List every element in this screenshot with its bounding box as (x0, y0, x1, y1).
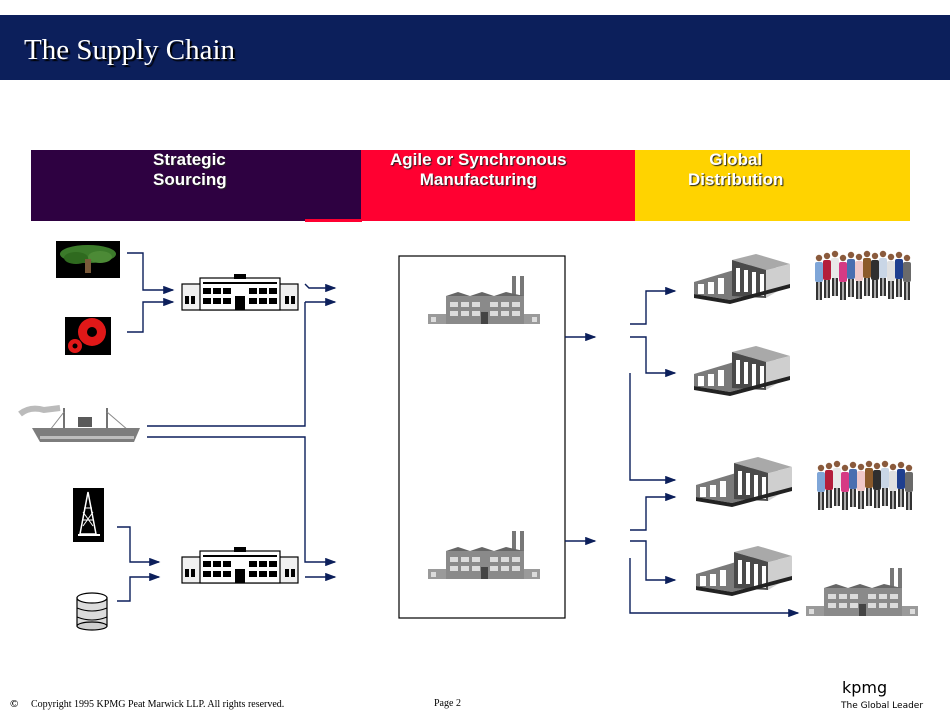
kpmg-tagline: The Global Leader (841, 701, 924, 711)
flow-arrows (117, 252, 800, 618)
band-notch (305, 219, 362, 222)
barrel-icon (76, 592, 108, 631)
stage-label-distribution-line1: Global (709, 150, 763, 169)
stage-band-sourcing (31, 150, 362, 221)
stage-band-distribution (635, 150, 910, 221)
warehouse-icon (696, 457, 792, 507)
oil-derrick-icon (73, 488, 104, 542)
page-number: Page 2 (434, 698, 461, 709)
kpmg-logo: kpmg (842, 678, 888, 697)
warehouse-icon (694, 254, 790, 304)
warehouse-icon (694, 346, 790, 396)
factory-icon (806, 568, 918, 616)
gear-icon (65, 317, 111, 355)
people-group-icon (817, 461, 913, 510)
stage-label-distribution: Global Distribution (688, 150, 783, 190)
stage-label-sourcing-line2: Sourcing (153, 170, 227, 189)
people-group-icon (815, 251, 911, 300)
copyright-symbol: © (10, 698, 19, 710)
stage-band-manufacturing (361, 150, 636, 221)
stage-label-sourcing-line1: Strategic (153, 150, 226, 169)
warehouse-icon (696, 546, 792, 596)
building-icon (181, 546, 299, 584)
title-bar (0, 15, 950, 80)
stage-label-manufacturing: Agile or Synchronous Manufacturing (390, 150, 567, 190)
copyright-text: Copyright 1995 KPMG Peat Marwick LLP. Al… (31, 699, 285, 710)
stage-label-manufacturing-line1: Agile or Synchronous (390, 150, 567, 169)
stage-label-distribution-line2: Distribution (688, 170, 784, 189)
stage-label-manufacturing-line2: Manufacturing (419, 170, 537, 189)
ship-icon (18, 405, 140, 442)
building-icon (181, 273, 299, 311)
stage-label-sourcing: Strategic Sourcing (153, 150, 227, 190)
page-title: The Supply Chain (24, 34, 236, 66)
tree-icon (56, 241, 120, 278)
